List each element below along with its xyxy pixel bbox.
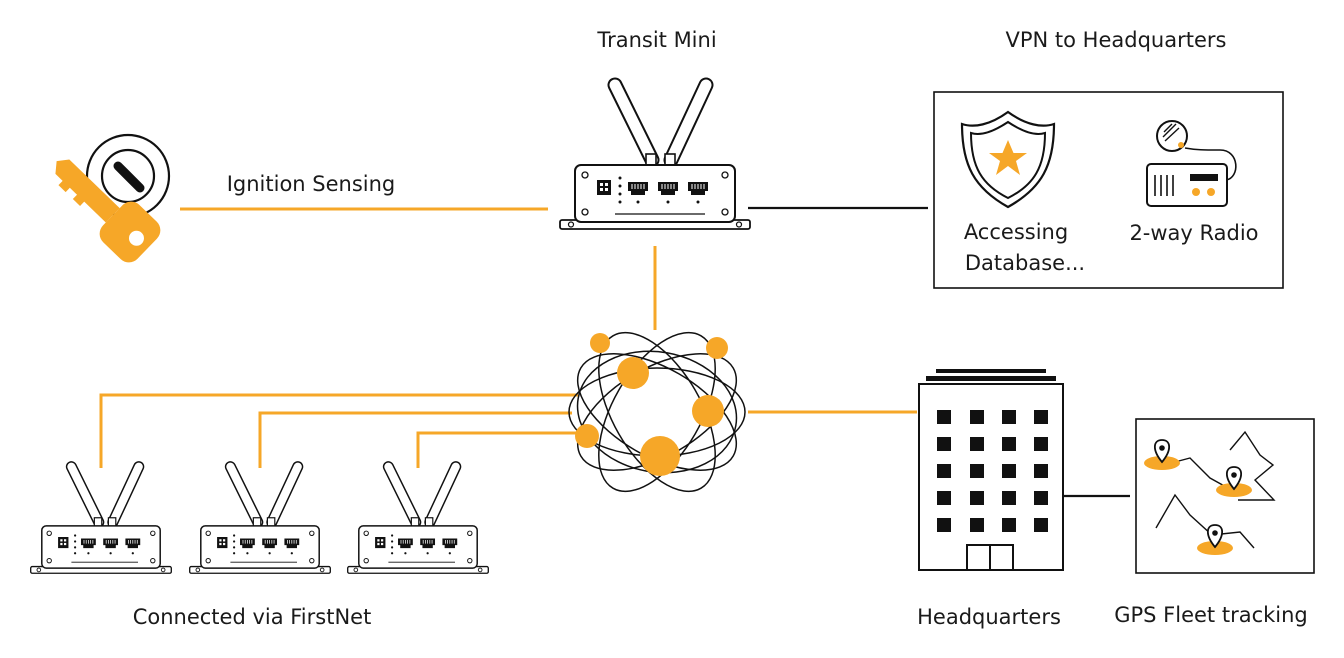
firstnet-link-3	[416, 431, 578, 468]
ignition-key-icon	[55, 133, 171, 263]
router-icon-firstnet-2	[190, 467, 331, 574]
firstnet-link-1	[99, 393, 578, 468]
transit-mini-label: Transit Mini	[596, 28, 716, 52]
connections	[99, 206, 1130, 498]
accessing-label-line1: Accessing	[964, 220, 1068, 244]
connected-label: Connected via FirstNet	[133, 605, 372, 629]
police-shield-icon	[960, 110, 1056, 209]
building-icon	[918, 369, 1064, 571]
two-way-radio-icon	[1146, 120, 1237, 207]
network-globe-icon	[568, 331, 746, 493]
headquarters-label: Headquarters	[917, 605, 1061, 629]
router-icon-firstnet-1	[31, 467, 172, 574]
map-pins-icon	[1135, 418, 1315, 574]
ignition-label: Ignition Sensing	[227, 172, 396, 196]
firstnet-link-2	[258, 411, 572, 468]
accessing-label-line2: Database...	[965, 251, 1085, 275]
gps-label: GPS Fleet tracking	[1114, 603, 1308, 627]
router-icon-transit-mini	[560, 85, 750, 229]
radio-label: 2-way Radio	[1129, 221, 1258, 245]
router-icon-firstnet-3	[348, 467, 489, 574]
vpn-label: VPN to Headquarters	[1006, 28, 1227, 52]
